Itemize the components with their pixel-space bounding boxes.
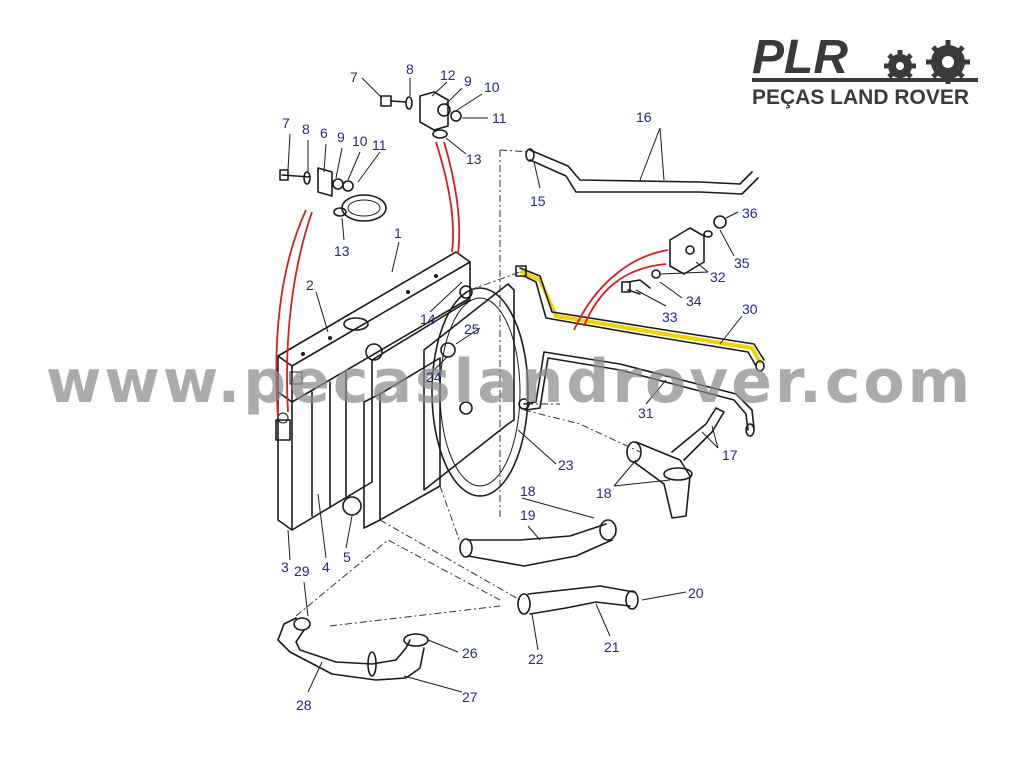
callout-3: 3 xyxy=(281,559,289,575)
callout-6: 6 xyxy=(320,125,328,141)
callout-19: 19 xyxy=(520,507,536,523)
callout-9-left: 9 xyxy=(337,129,345,145)
callout-34: 34 xyxy=(686,293,702,309)
callout-11-left: 11 xyxy=(372,137,387,153)
pipe-30 xyxy=(515,265,765,372)
callout-27: 27 xyxy=(462,689,478,705)
callout-31: 31 xyxy=(638,405,654,421)
plr-logo: PLR PEÇAS LAND ROVER xyxy=(752,31,978,109)
hose-16 xyxy=(525,148,759,195)
callout-leaders xyxy=(287,77,743,693)
callout-labels: 1 2 3 4 5 6 7 7 8 8 9 9 10 10 11 11 12 1… xyxy=(281,61,758,713)
callout-29: 29 xyxy=(294,563,310,579)
callout-26: 26 xyxy=(462,645,478,661)
callout-1: 1 xyxy=(394,225,402,241)
callout-21: 21 xyxy=(604,639,620,655)
callout-22: 22 xyxy=(528,651,544,667)
callout-18-right: 18 xyxy=(596,485,612,501)
hose-19 xyxy=(459,519,617,567)
logo-tagline: PEÇAS LAND ROVER xyxy=(752,86,969,109)
gear-icon xyxy=(884,40,970,84)
callout-12: 12 xyxy=(440,67,456,83)
pipe-31 xyxy=(523,351,755,437)
callout-18-left: 18 xyxy=(520,483,536,499)
hose-21 xyxy=(517,585,639,615)
callout-7-left: 7 xyxy=(282,115,290,131)
callout-10-left: 10 xyxy=(352,133,368,149)
hose-27-28 xyxy=(277,617,429,681)
callout-9-center: 9 xyxy=(464,73,472,89)
callout-8-left: 8 xyxy=(302,121,310,137)
callout-15: 15 xyxy=(530,193,546,209)
assembly-guide-lines xyxy=(295,149,641,627)
website-watermark: www.pecaslandrover.com xyxy=(46,347,973,417)
callout-5: 5 xyxy=(343,549,351,565)
radiator-assembly xyxy=(275,251,471,531)
callout-33: 33 xyxy=(662,309,678,325)
callout-8-center: 8 xyxy=(406,61,414,77)
callout-30: 30 xyxy=(742,301,758,317)
callout-17: 17 xyxy=(722,447,738,463)
logo-brand: PLR xyxy=(752,31,848,84)
callout-16: 16 xyxy=(636,109,652,125)
callout-25: 25 xyxy=(464,321,480,337)
callout-7-center: 7 xyxy=(350,69,358,85)
callout-4: 4 xyxy=(322,559,330,575)
pipe-clamp-set xyxy=(621,215,727,295)
left-bracket-set xyxy=(279,167,387,222)
callout-11-center: 11 xyxy=(492,110,507,126)
callout-13-left: 13 xyxy=(334,243,350,259)
callout-24: 24 xyxy=(426,369,442,385)
callout-10-center: 10 xyxy=(484,79,500,95)
callout-36: 36 xyxy=(742,205,758,221)
red-leader-lines xyxy=(275,141,669,419)
callout-28: 28 xyxy=(296,697,312,713)
center-bracket-set xyxy=(380,91,462,139)
hose-17-18 xyxy=(626,407,725,519)
callout-20: 20 xyxy=(688,585,704,601)
callout-2: 2 xyxy=(306,277,314,293)
callout-23: 23 xyxy=(558,457,574,473)
callout-35: 35 xyxy=(734,255,750,271)
callout-32: 32 xyxy=(710,269,726,285)
callout-13-center: 13 xyxy=(466,151,482,167)
callout-14: 14 xyxy=(420,311,436,327)
